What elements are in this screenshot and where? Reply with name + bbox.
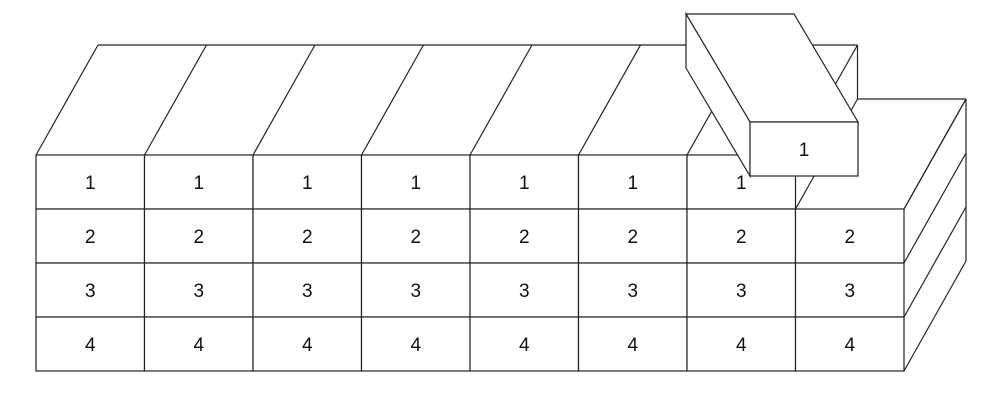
block-label: 4 [627,335,638,356]
block-front-face [794,316,905,372]
block-front-face [577,316,688,372]
block-label: 1 [519,173,530,194]
block-label: 2 [519,227,530,248]
top-depth-edge [360,44,425,156]
block-label: 4 [410,335,421,356]
lifted-block: 1 [684,11,860,179]
block-label: 3 [627,281,638,302]
lifted-block-front-face [749,121,859,177]
side-depth-edge [903,206,967,318]
stack-front-grid: 1 1 1 1 1 1 1 2 2 2 2 2 2 2 2 3 3 3 3 3 3 3 3 4 4 4 4 4 4 4 4 [35,154,905,372]
block-label: 3 [302,281,313,302]
block-label: 1 [193,173,204,194]
block-front-face [360,154,471,210]
block-label: 3 [736,281,747,302]
block-label: 3 [85,281,96,302]
block-label: 1 [85,173,96,194]
block-label: 2 [844,227,855,248]
block-label: 2 [736,227,747,248]
block-front-face [686,262,797,318]
top-depth-edge [252,44,316,156]
block-label: 4 [736,335,747,356]
top-depth-edge [143,44,208,156]
block-label: 1 [627,173,638,194]
block-label: 4 [844,335,855,356]
block-label: 4 [519,335,530,356]
block-front-face [577,262,688,318]
top-depth-edge [469,44,533,156]
block-front-face [252,262,363,318]
block-label: 3 [193,281,204,302]
block-front-face [360,262,471,318]
block-label: 3 [410,281,421,302]
block-front-face [252,316,363,372]
side-depth-edge [903,260,967,372]
block-front-face [252,154,363,210]
block-front-face [360,316,471,372]
block-front-face [686,208,797,264]
block-label: 2 [302,227,313,248]
block-front-face [143,316,254,372]
block-label: 4 [193,335,204,356]
top-depth-edge [577,44,642,156]
block-label: 2 [85,227,96,248]
block-front-face [794,262,905,318]
block-front-face [577,208,688,264]
block-front-face [143,262,254,318]
block-front-face [35,316,146,372]
top-depth-edge [35,44,99,156]
block-front-face [35,208,146,264]
block-label: 1 [302,173,313,194]
block-front-face [35,262,146,318]
block-label: 1 [410,173,421,194]
block-front-face [577,154,688,210]
block-label: 1 [736,173,747,194]
block-label: 4 [85,335,96,356]
block-front-face [143,154,254,210]
block-label: 4 [302,335,313,356]
side-depth-edge [903,98,967,210]
block-label: 3 [844,281,855,302]
block-label: 2 [193,227,204,248]
lifted-block-label: 1 [799,140,810,161]
block-front-face [794,208,905,264]
block-front-face [252,208,363,264]
block-label: 3 [519,281,530,302]
block-front-face [469,208,580,264]
side-depth-edge [903,152,967,264]
block-label: 2 [627,227,638,248]
block-label: 2 [410,227,421,248]
